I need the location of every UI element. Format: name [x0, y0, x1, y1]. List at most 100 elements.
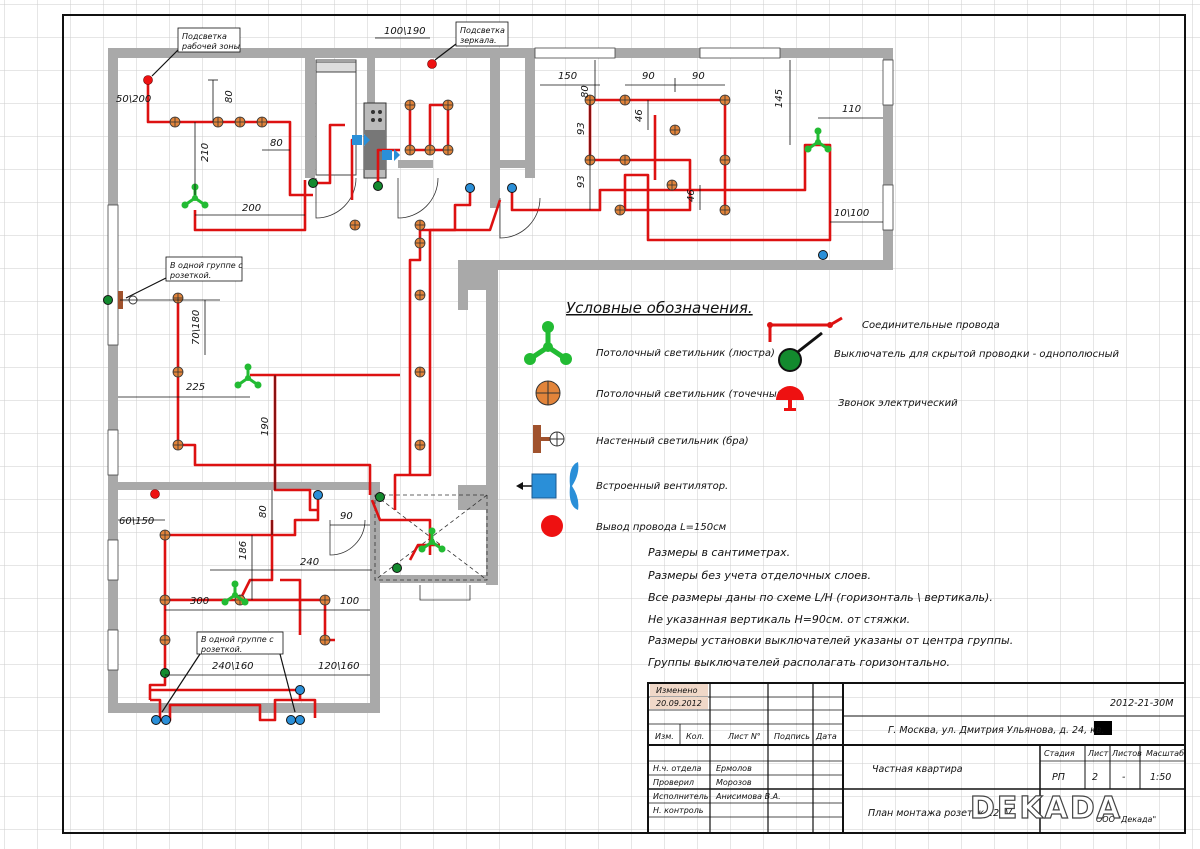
dim-50-200: 50\200 [116, 94, 151, 105]
dim-110: 110 [842, 104, 861, 115]
legend-chandelier-label: Потолочный светильник (люстра) [596, 348, 775, 359]
dim-80-a: 80 [224, 90, 235, 103]
legend-sconce-label: Настенный светильник (бра) [596, 435, 749, 447]
dim-80-d: 80 [258, 505, 269, 518]
fan-icon [516, 462, 579, 510]
kitchen-unit [315, 59, 387, 179]
dim-90-c: 90 [340, 511, 353, 522]
note-6: Группы выключателей располагать горизонт… [648, 656, 950, 669]
tb-header-sheet-no: Лист N° [727, 732, 761, 741]
callout-work-zone-line2: рабочей зоны [181, 42, 240, 51]
dim-80-c: 80 [580, 85, 591, 98]
legend-wires-label: Соединительные провода [862, 320, 1000, 331]
tb-stage-label: Стадия [1044, 749, 1075, 758]
tb-stage: РП [1052, 772, 1065, 783]
dim-300: 300 [190, 596, 209, 607]
outlet-icon [541, 515, 563, 537]
dim-90-b: 90 [692, 71, 705, 82]
dim-90-a: 90 [642, 71, 655, 82]
tb-address: Г. Москва, ул. Дмитрия Ульянова, д. 24, … [888, 725, 1104, 736]
legend: Условные обозначения. Потолочный светиль… [516, 299, 1120, 537]
tb-name-1: Ермолов [716, 764, 752, 773]
tb-sheet-label: Лист [1087, 749, 1109, 758]
note-3: Все размеры даны по схеме L/H (горизонта… [648, 591, 993, 604]
callout-mirror: Подсветка зеркала. [434, 21, 509, 61]
callout-work-zone: Подсветка рабочей зоны [151, 27, 241, 77]
tb-role-1: Н.ч. отдела [653, 764, 701, 773]
legend-spot-label: Потолочный светильник (точечный) [596, 389, 787, 400]
legend-fan-label: Встроенный вентилятор. [596, 481, 728, 492]
tb-sheets-label: Листов [1111, 749, 1142, 758]
note-1: Размеры в сантиметрах. [648, 546, 790, 559]
dim-240: 240 [300, 557, 319, 568]
dim-100-190: 100\190 [384, 26, 426, 37]
dimension-lines [118, 37, 883, 676]
switch-icon [778, 331, 823, 372]
callout-mirror-line1: Подсветка [460, 26, 505, 35]
dimension-labels: 50\200 80 210 80 200 100\190 150 90 90 8… [116, 26, 869, 672]
wire-icon [767, 316, 843, 342]
callout-group-2-line2: розеткой. [200, 645, 242, 654]
dim-150: 150 [558, 71, 577, 82]
tb-name-3: Анисимова В.А. [715, 792, 781, 801]
drawing-frame [62, 14, 1186, 834]
dim-46-a: 46 [634, 109, 645, 122]
dim-60-150: 60\150 [119, 516, 154, 527]
note-5: Размеры установки выключателей указаны о… [648, 634, 1013, 647]
callout-group-1-line1: В одной группе с [170, 261, 243, 270]
dim-93-a: 93 [576, 122, 587, 135]
tb-header-change: Изм. [655, 732, 674, 741]
tb-header-signature: Подпись [774, 732, 810, 741]
general-notes: Размеры в сантиметрах. Размеры без учета… [648, 546, 1013, 669]
tb-org: ООО "Декада" [1096, 815, 1156, 824]
tb-scale-label: Масштаб [1146, 749, 1184, 758]
note-4: Не указанная вертикаль H=90см. от стяжки… [648, 613, 910, 626]
tb-role-3: Исполнитель [653, 792, 709, 801]
callout-group-2-line1: В одной группе с [201, 635, 274, 644]
legend-bell-label: Звонок электрический [838, 398, 958, 409]
title-block-text: Изменено 20.09.2012 2012-21-30М Г. Москв… [653, 686, 1184, 824]
callout-group-1: В одной группе с розеткой. [125, 256, 243, 299]
legend-title: Условные обозначения. [566, 299, 753, 317]
dim-200: 200 [242, 203, 261, 214]
callout-group-2: В одной группе с розеткой. [161, 631, 296, 713]
dim-225: 225 [186, 382, 205, 393]
watermark: DEKADA [970, 791, 1122, 826]
dim-70-180: 70\180 [191, 310, 202, 345]
tb-date: 20.09.2012 [656, 699, 702, 708]
tb-changed: Изменено [656, 686, 698, 695]
tb-name-2: Морозов [716, 778, 752, 787]
callout-work-zone-line1: Подсветка [182, 32, 227, 41]
callout-mirror-line2: зеркала. [460, 36, 497, 45]
tb-header-qty: Кол. [686, 732, 704, 741]
tb-sheets: - [1122, 772, 1126, 783]
tb-sheet: 2 [1092, 772, 1098, 783]
tb-code: 2012-21-30М [1110, 698, 1173, 709]
sconce-icon [533, 425, 565, 453]
title-block [647, 682, 1186, 834]
dim-210: 210 [200, 143, 211, 162]
dim-10-100: 10\100 [834, 208, 869, 219]
dim-100: 100 [340, 596, 359, 607]
note-2: Размеры без учета отделочных слоев. [648, 569, 871, 582]
tb-role-4: Н. контроль [653, 806, 704, 815]
tb-scale: 1:50 [1150, 772, 1171, 783]
dim-186: 186 [238, 541, 249, 560]
bell-icon [776, 386, 804, 411]
dim-80-b: 80 [270, 138, 283, 149]
chandelier-icon [524, 321, 572, 365]
dim-240-160: 240\160 [212, 661, 254, 672]
redaction-block [1094, 721, 1112, 735]
tb-sheet-title: План монтажа розеток 220V [868, 808, 1013, 819]
callout-group-1-line2: розеткой. [169, 271, 211, 280]
dim-46-b: 46 [686, 189, 697, 202]
legend-outlet-label: Вывод провода L=150см [596, 522, 727, 533]
legend-switch-label: Выключатель для скрытой проводки - одноп… [834, 349, 1120, 360]
dim-190: 190 [260, 417, 271, 436]
dim-145: 145 [774, 89, 785, 108]
spot-light-icon [535, 380, 561, 406]
tb-role-2: Проверил [653, 778, 694, 787]
dim-93-b: 93 [576, 175, 587, 188]
